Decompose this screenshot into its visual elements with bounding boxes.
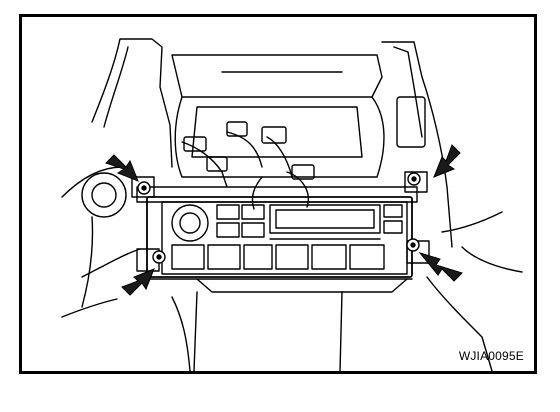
dash-shell-right: [381, 41, 453, 248]
dash-shell-right-inner: [393, 46, 423, 138]
button-mid-2: [241, 222, 265, 238]
dash-shell-left-inner: [103, 46, 129, 128]
screw-upper-right: [407, 172, 421, 186]
lower-button-5: [311, 244, 347, 270]
lower-button-2: [207, 244, 241, 270]
figure-code: WJIA0095E: [458, 349, 524, 363]
left-round-vent: [81, 172, 127, 218]
mount-bracket: [136, 186, 418, 203]
arrow-upper-right: [433, 144, 461, 178]
lower-button-1: [171, 244, 205, 270]
button-mid-1: [216, 222, 240, 238]
screw-lower-left: [152, 250, 166, 264]
right-lower-curve: [426, 276, 493, 371]
arrow-lower-right: [418, 252, 463, 282]
mount-tab-ul: [131, 176, 155, 198]
right-panel-edge: [461, 246, 523, 273]
console-support-right: [339, 291, 343, 371]
audio-knob: [171, 204, 209, 242]
screw-upper-left: [137, 181, 151, 195]
wire-harness-2: [226, 131, 263, 168]
right-button-2: [383, 220, 403, 234]
audio-knob-inner: [179, 212, 201, 234]
right-upper-vent: [396, 96, 426, 148]
lower-button-6: [349, 244, 385, 270]
right-trim: [441, 211, 503, 233]
display-screen-inner: [275, 209, 375, 229]
display-screen: [269, 204, 381, 234]
left-lower-trim: [81, 248, 141, 278]
dashboard-diagram: [61, 38, 523, 371]
audio-unit-faceplate: [161, 201, 408, 275]
connector-d: [291, 164, 315, 180]
dash-shell-left: [91, 38, 173, 168]
screw-lower-right: [406, 238, 420, 252]
left-edge-line: [81, 216, 94, 308]
console-top-opening: [171, 54, 383, 98]
console-support-left: [193, 291, 198, 371]
wire-harness-5: [251, 176, 263, 210]
arrow-lower-left: [121, 268, 155, 296]
right-button-1: [383, 204, 403, 218]
console-inner-fold: [191, 106, 363, 158]
audio-unit-body: [146, 196, 413, 278]
button-upper-1: [216, 204, 240, 220]
unit-underside: [196, 278, 408, 293]
wire-harness-1: [181, 141, 228, 188]
arrow-upper-left: [105, 154, 139, 182]
lower-button-3: [243, 244, 273, 270]
wire-harness-4: [286, 171, 309, 208]
mount-tab-ur: [404, 171, 428, 193]
connector-a: [183, 136, 207, 152]
left-knee-panel: [171, 296, 191, 371]
left-lower-curve: [61, 298, 118, 318]
left-round-vent-inner: [91, 182, 117, 208]
wire-harness-3: [266, 136, 293, 178]
connector-e: [206, 156, 228, 172]
diagram-frame: WJIA0095E: [19, 14, 537, 374]
lower-button-4: [275, 244, 309, 270]
console-cavity-back: [174, 96, 385, 178]
button-upper-2: [241, 204, 265, 220]
connector-b: [226, 121, 248, 137]
connector-c: [261, 126, 287, 144]
